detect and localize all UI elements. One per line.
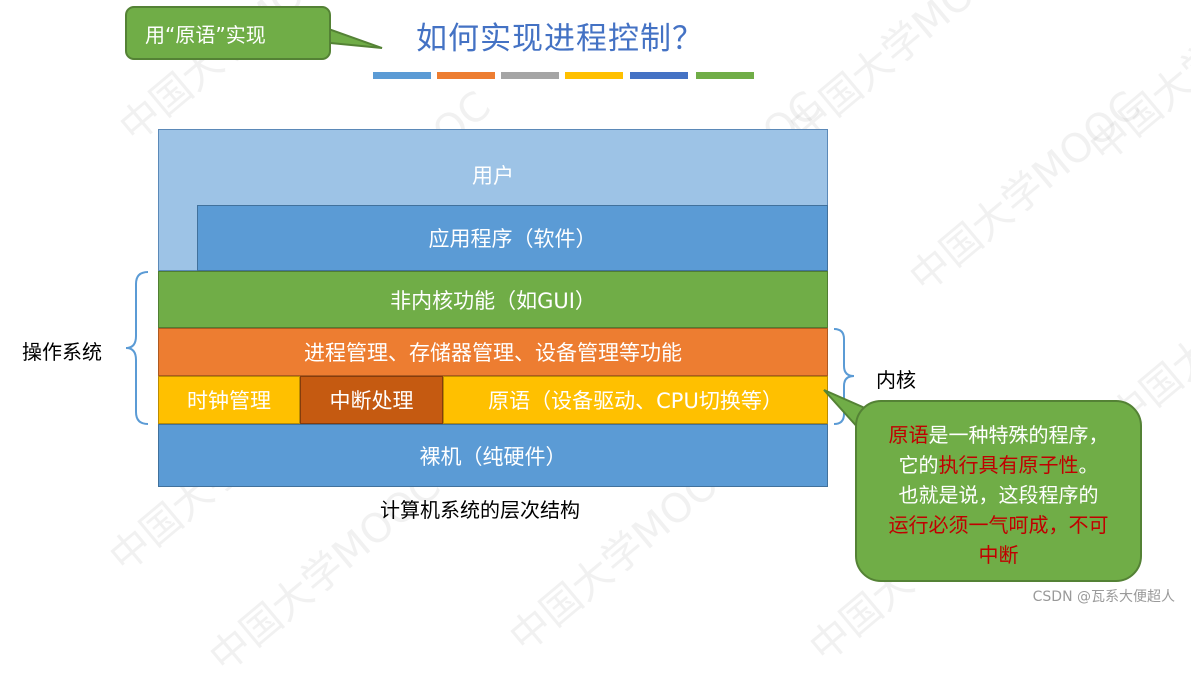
non-kernel-layer: 非内核功能（如GUI）	[158, 271, 828, 328]
title-underline-segment	[565, 72, 623, 79]
title-underline-segment	[501, 72, 559, 79]
application-layer-label: 应用程序（软件）	[428, 227, 597, 251]
management-layer-label: 进程管理、存储器管理、设备管理等功能	[304, 341, 682, 365]
user-layer-label: 用户	[472, 164, 514, 188]
primitive-note: 原语是一种特殊的程序， 它的执行具有原子性。 也就是说，这段程序的 运行必须一气…	[855, 400, 1142, 582]
kernel-label: 内核	[876, 368, 916, 392]
callout-text: 用“原语”实现	[145, 22, 266, 47]
clock-management-label: 时钟管理	[187, 389, 271, 413]
interrupt-handling-cell: 中断处理	[300, 376, 443, 424]
interrupt-handling-label: 中断处理	[329, 389, 414, 413]
footer-credit: CSDN @瓦系大便超人	[1032, 589, 1175, 605]
watermark: 中国大学MOOC	[901, 82, 1150, 302]
note-line-4: 运行必须一气呵成，不可中断	[888, 513, 1109, 567]
title-underline-segment	[373, 72, 431, 79]
title-underline-segment	[437, 72, 495, 79]
page-title: 如何实现进程控制？	[416, 20, 704, 57]
diagram-caption: 计算机系统的层次结构	[380, 497, 580, 522]
kernel-bracket	[833, 328, 855, 425]
note-line-1: 原语是一种特殊的程序，	[888, 423, 1109, 447]
title-underline-segment	[630, 72, 688, 79]
bare-machine-layer: 裸机（纯硬件）	[158, 424, 828, 487]
os-bracket	[125, 271, 149, 425]
application-layer: 应用程序（软件）	[197, 205, 828, 271]
non-kernel-layer-label: 非内核功能（如GUI）	[390, 288, 596, 313]
management-layer: 进程管理、存储器管理、设备管理等功能	[158, 328, 828, 376]
os-label: 操作系统	[22, 340, 102, 364]
callout-pointer	[320, 24, 383, 49]
title-underline-segment	[696, 72, 754, 79]
note-line-3: 也就是说，这段程序的	[898, 483, 1099, 507]
clock-management-cell: 时钟管理	[158, 376, 300, 424]
note-line-2: 它的执行具有原子性。	[898, 453, 1099, 477]
primitive-cell: 原语（设备驱动、CPU切换等）	[443, 376, 828, 424]
primitive-label: 原语（设备驱动、CPU切换等）	[488, 389, 783, 413]
callout-primitive-implementation: 用“原语”实现	[125, 6, 331, 60]
bare-machine-label: 裸机（纯硬件）	[419, 444, 567, 469]
